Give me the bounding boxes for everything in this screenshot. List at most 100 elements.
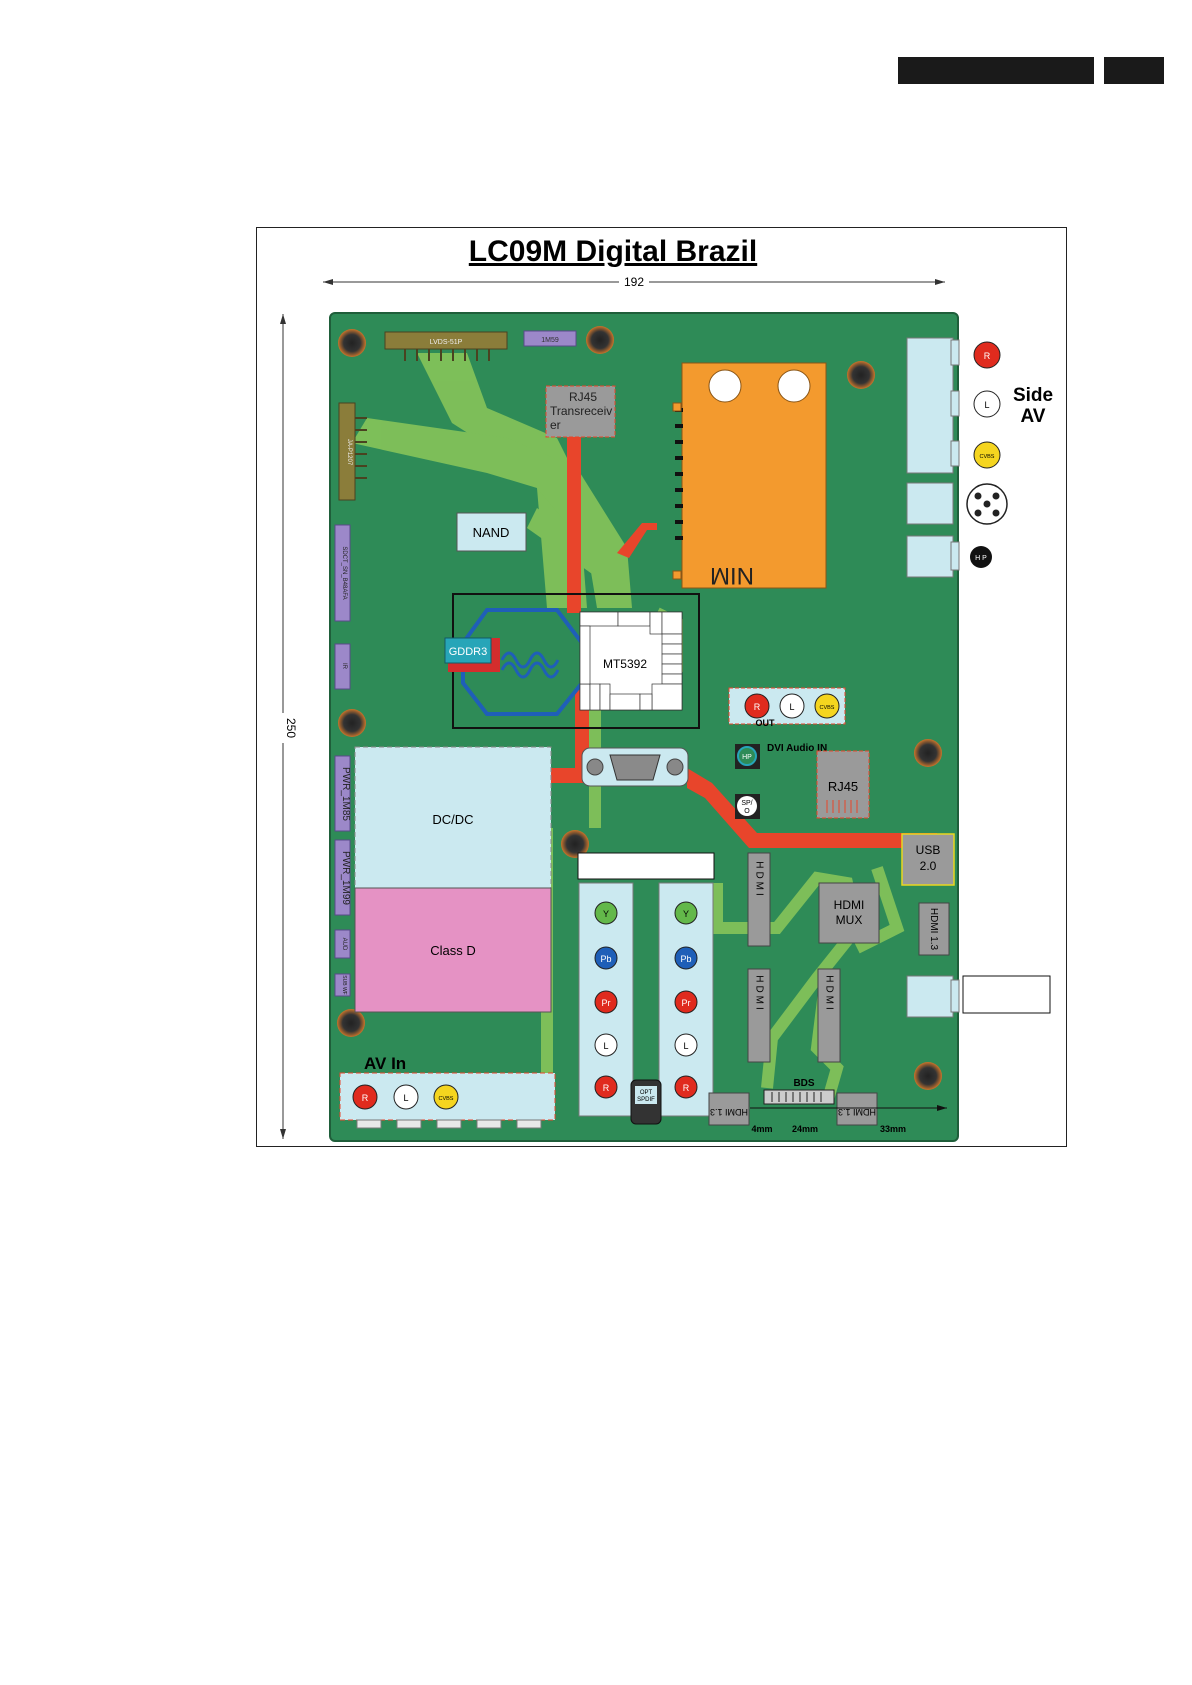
- label-box-blank-2: [962, 975, 1051, 1014]
- bds-label: BDS: [793, 1078, 814, 1089]
- sidebar-strip-2-label: IR: [341, 663, 347, 670]
- header-bar-long: [898, 57, 1094, 84]
- c1-y: Y: [603, 909, 609, 919]
- out-cvbs-label: CVBS: [820, 705, 835, 711]
- nand-box: [456, 512, 527, 552]
- pwr-1m85-strip: [334, 755, 351, 832]
- c1-r: R: [603, 1083, 610, 1093]
- hdmi13-bottom-2-label: HDMI 1.3: [838, 1107, 876, 1117]
- dim-4mm: 4mm: [751, 1124, 772, 1134]
- out-r-label: R: [754, 702, 761, 712]
- spdif-line2: O: [744, 808, 750, 815]
- nim-label: NIM: [710, 562, 754, 589]
- dcdc-block: [354, 746, 552, 889]
- hdmi13-right-label: HDMI 1.3: [928, 908, 939, 951]
- c2-y: Y: [683, 909, 689, 919]
- hdmi-v1-label: HDMI: [754, 861, 765, 899]
- lvds-connector: LVDS-51P: [384, 331, 508, 361]
- hdmi13-right: [918, 902, 950, 956]
- dcdc-label: DC/DC: [432, 812, 473, 827]
- av-in-r: R: [362, 1093, 369, 1103]
- rj45-trans-line1: RJ45: [569, 390, 597, 404]
- nim-tuner: NIM: [672, 362, 827, 589]
- usb-connector: [901, 833, 955, 886]
- diagram-title: LC09M Digital Brazil: [469, 235, 757, 268]
- pwr-1m99-strip: [334, 839, 351, 916]
- hdmi-connector-1: HDMI: [747, 852, 771, 947]
- av-in-cvbs: CVBS: [439, 1096, 454, 1102]
- opt-spdif-line1: OPT: [640, 1090, 653, 1096]
- width-label: 192: [624, 275, 644, 289]
- sidebar-strip-2: [334, 643, 351, 690]
- hdmi13-bottom-1: [708, 1092, 750, 1126]
- sidebar-strip-1-label: SDCT_SN_B48AFA: [341, 546, 347, 599]
- rj45-label: RJ45: [828, 779, 858, 794]
- rj45-trans-line3: er: [550, 418, 561, 432]
- mounting-screws: [337, 326, 942, 1090]
- out-connectors: R L CVBS OUT: [728, 687, 846, 728]
- sub-label: SUB WF: [341, 975, 347, 994]
- board-layout-diagram: LC09M Digital Brazil 192 250: [275, 235, 1053, 1142]
- side-av-connectors: R L CVBS H P Side AV: [906, 337, 1053, 1018]
- hdmi-v3-label: HDMI: [824, 975, 835, 1013]
- bds-connector: BDS 4mm 24mm 33mm: [750, 1078, 947, 1134]
- hdmi-v2-label: HDMI: [754, 975, 765, 1013]
- tag-1m59-box: [523, 330, 577, 347]
- out-l-label: L: [789, 702, 794, 712]
- side-connector-left: [338, 402, 356, 501]
- side-cvbs-label: CVBS: [980, 454, 995, 460]
- diagram-frame: LC09M Digital Brazil 192 250: [256, 227, 1067, 1147]
- hdmi-connector-2: HDMI: [747, 968, 771, 1063]
- usb-line1: USB: [916, 843, 941, 857]
- sidebar-strip-1: [334, 524, 351, 622]
- hdmi-mux: [818, 882, 880, 944]
- vga-connector: [581, 747, 689, 787]
- side-av-line2: AV: [1021, 406, 1046, 427]
- aud-strip: [334, 929, 351, 959]
- soc-area: GDDR3 MT5392: [444, 593, 700, 729]
- hdmi-mux-line1: HDMI: [834, 898, 865, 912]
- height-label: 250: [284, 718, 298, 738]
- component-column-1: Y Pb Pr L R: [578, 882, 634, 1117]
- gddr3-label: GDDR3: [449, 646, 488, 658]
- height-dimension: 250: [275, 314, 298, 1139]
- c1-l: L: [603, 1041, 608, 1051]
- header-bar-short: [1104, 57, 1164, 84]
- lvds-label: LVDS-51P: [430, 339, 463, 346]
- opt-spdif-line2: SPDIF: [637, 1097, 655, 1103]
- rj45-transceiver: RJ45 Transreceiv er: [545, 385, 616, 438]
- side-av-line1: Side: [1013, 385, 1053, 406]
- tag-1m59: 1M59: [541, 337, 559, 344]
- av-in: AV In R L CVBS: [339, 1054, 556, 1129]
- out-label: OUT: [756, 718, 776, 728]
- nand-label: NAND: [473, 525, 510, 540]
- c1-pb: Pb: [600, 954, 611, 964]
- av-in-l: L: [403, 1093, 408, 1103]
- dim-24mm: 24mm: [792, 1124, 818, 1134]
- hdmi13-bottom-1-label: HDMI 1.3: [710, 1107, 748, 1117]
- rj45-trans-line2: Transreceiv: [550, 404, 612, 418]
- c2-r: R: [683, 1083, 690, 1093]
- dvi-hp-label: HP: [742, 754, 752, 761]
- classd-block: [354, 887, 552, 1013]
- side-hp-label: H P: [975, 555, 987, 562]
- side-connector-pins: [355, 417, 367, 479]
- hdmi-mux-line2: MUX: [836, 913, 863, 927]
- c2-pb: Pb: [680, 954, 691, 964]
- aud-label: AUD: [341, 938, 347, 951]
- mt5392-label: MT5392: [603, 657, 647, 671]
- side-r-label: R: [984, 351, 991, 361]
- c2-l: L: [683, 1041, 688, 1051]
- c1-pr: Pr: [602, 998, 611, 1008]
- spdif-line1: SP/: [741, 800, 752, 807]
- pwr-1m85-label: PWR_1M85: [340, 767, 351, 821]
- side-l-label: L: [984, 400, 989, 410]
- width-dimension: 192: [323, 275, 945, 289]
- c2-pr: Pr: [682, 998, 691, 1008]
- av-in-label: AV In: [364, 1054, 406, 1073]
- component-column-2: Y Pb Pr L R: [658, 882, 714, 1117]
- side-connector-label: JA-P1207: [346, 439, 352, 466]
- hdmi13-bottom-2: [836, 1092, 878, 1126]
- sub-strip: [334, 973, 351, 997]
- dvi-audio-label: DVI Audio IN: [767, 743, 827, 754]
